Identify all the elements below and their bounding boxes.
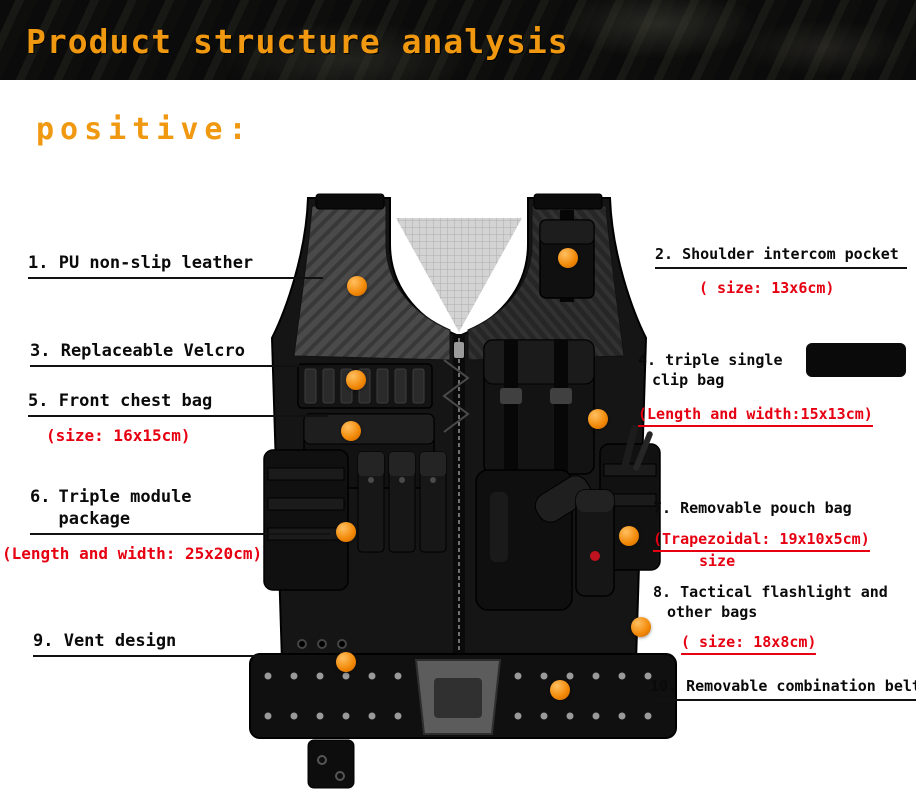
callout-10-label: 10. Removable combination belt	[650, 676, 916, 702]
callout-6-label-line1: Triple module	[58, 487, 192, 507]
tactical-vest-illustration	[249, 193, 677, 789]
shoulder-strap-left	[315, 193, 385, 210]
callout-4-label-line1: 4. triple single	[638, 351, 783, 369]
callout-dot-10	[550, 680, 570, 700]
mag-pouch-double	[483, 339, 595, 475]
callout-6-number: 6.	[30, 487, 51, 507]
callout-1-label: 1. PU non-slip leather	[28, 252, 323, 280]
callout-7-size-line2: size	[699, 552, 736, 571]
header-band: Product structure analysis	[0, 0, 916, 80]
callout-6-triple-module: 6. Triple module package (Length and wid…	[2, 486, 330, 563]
callout-dot-5	[341, 421, 361, 441]
shell-loop-strip	[297, 363, 433, 409]
mag-module-left	[357, 451, 447, 553]
callout-4-triple-clip-bag: 4. triple single clip bag (Length and wi…	[638, 350, 873, 427]
callout-3-velcro: 3. Replaceable Velcro	[30, 340, 326, 368]
shoulder-strap-right	[533, 193, 603, 210]
callout-7-label: 7. Removable pouch bag	[653, 499, 852, 517]
callout-5-label: 5. Front chest bag	[28, 390, 328, 418]
callout-dot-9	[336, 652, 356, 672]
callout-dot-1	[347, 276, 367, 296]
callout-5-size: (size: 16x15cm)	[46, 426, 191, 446]
callout-2-label: 2. Shoulder intercom pocket	[655, 244, 907, 270]
callout-dot-7	[619, 526, 639, 546]
callout-7-removable-pouch: 7. Removable pouch bag (Trapezoidal: 19x…	[653, 498, 870, 570]
hanging-strap	[307, 739, 355, 789]
side-pouch-right	[599, 443, 661, 571]
callout-10-combination-belt: 10. Removable combination belt	[650, 676, 916, 702]
callout-7-size-line1: (Trapezoidal: 19x10x5cm)	[653, 530, 870, 553]
callout-8-label-line2: other bags	[667, 603, 758, 622]
vent-grommets	[297, 639, 347, 649]
callout-dot-8	[631, 617, 651, 637]
combination-belt	[249, 653, 677, 739]
zipper	[453, 334, 465, 664]
callout-dot-2	[558, 248, 578, 268]
knife-tools	[620, 424, 653, 472]
photo-black-patch	[806, 343, 906, 377]
side-pouch-left	[263, 449, 349, 591]
mesh-panel-left	[293, 205, 451, 361]
callout-9-vent-design: 9. Vent design	[33, 630, 331, 658]
callout-1-pu-leather: 1. PU non-slip leather	[28, 252, 323, 280]
holster	[475, 469, 592, 611]
neck-mesh	[396, 218, 522, 332]
callout-6-label-lines: Triple module package	[58, 486, 191, 530]
page-title: Product structure analysis	[26, 22, 569, 61]
lace-detail	[442, 359, 470, 433]
callout-dot-6	[336, 522, 356, 542]
callout-9-label: 9. Vent design	[33, 630, 331, 658]
callout-6-label-line2: package	[58, 509, 131, 530]
callout-3-label: 3. Replaceable Velcro	[30, 340, 326, 368]
callout-2-shoulder-intercom: 2. Shoulder intercom pocket ( size: 13x6…	[655, 244, 907, 297]
callout-8-size: ( size: 18x8cm)	[681, 633, 817, 655]
section-label-positive: positive:	[36, 112, 253, 147]
callout-dot-4	[588, 409, 608, 429]
callout-dot-3	[346, 370, 366, 390]
callout-6-label-block: 6. Triple module package	[30, 486, 330, 536]
callout-8-tactical-flashlight: 8. Tactical flashlight and other bags ( …	[653, 582, 888, 655]
callout-5-front-chest-bag: 5. Front chest bag (size: 16x15cm)	[28, 390, 328, 445]
callout-4-label-line2: clip bag	[652, 371, 725, 390]
flashlight-pouch	[575, 489, 615, 597]
callout-4-size: (Length and width:15x13cm)	[638, 405, 873, 427]
callout-6-size: (Length and width: 25x20cm)	[2, 544, 263, 564]
callout-8-label-line1: 8. Tactical flashlight and	[653, 583, 888, 601]
callout-2-size: ( size: 13x6cm)	[699, 279, 835, 298]
